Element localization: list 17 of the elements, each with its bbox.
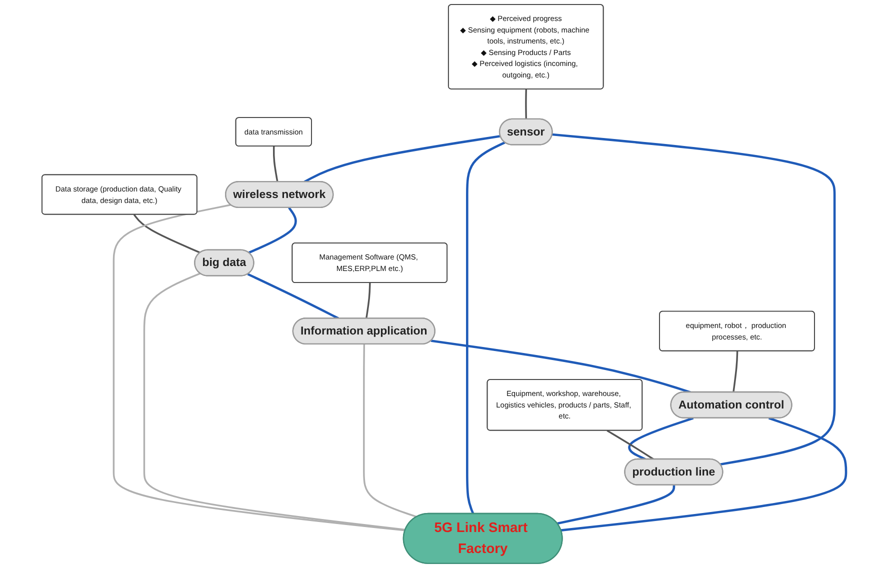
connector	[466, 141, 506, 514]
connector	[247, 273, 340, 320]
connector	[143, 272, 406, 531]
connector	[112, 204, 406, 532]
connector	[133, 214, 201, 254]
connector	[366, 282, 371, 319]
connector	[628, 417, 694, 460]
connector	[552, 133, 836, 466]
connector	[363, 344, 418, 518]
connector	[248, 207, 297, 254]
connector	[732, 351, 738, 392]
connector	[304, 135, 501, 183]
connector	[560, 417, 848, 532]
connector	[525, 89, 527, 120]
connector	[606, 430, 654, 460]
connector	[430, 340, 691, 394]
connector	[272, 146, 278, 182]
